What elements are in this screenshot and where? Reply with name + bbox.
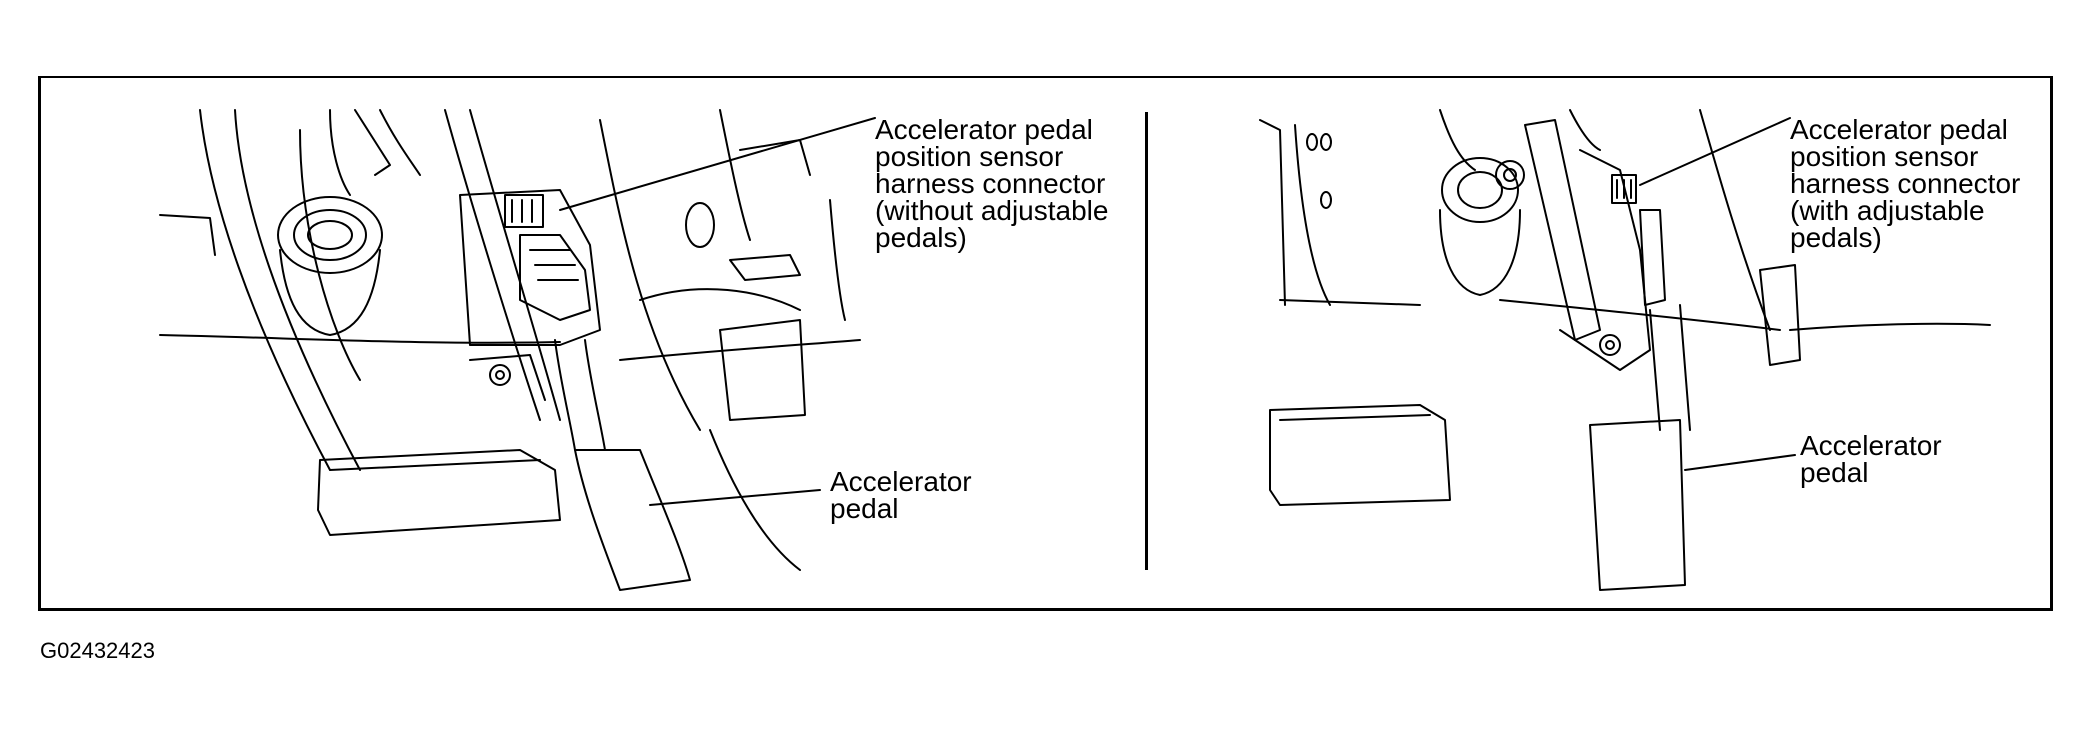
left-sensor-leader [559,117,876,211]
figure-id: G02432423 [40,638,155,663]
panel-divider [1145,112,1148,570]
right-pedal-leader [1684,454,1796,471]
right-pedal-assembly-drawing [1259,109,1991,591]
left-sensor-label: Accelerator pedal position sensor harnes… [875,114,1109,253]
right-sensor-leader [1639,117,1791,186]
right-sensor-label: Accelerator pedal position sensor harnes… [1790,114,2021,253]
left-pedal-leader [649,489,821,506]
figure-frame [38,76,2053,611]
right-pedal-label: Accelerator pedal [1800,430,1942,488]
left-pedal-label: Accelerator pedal [830,466,972,524]
left-pedal-assembly-drawing [159,109,876,591]
